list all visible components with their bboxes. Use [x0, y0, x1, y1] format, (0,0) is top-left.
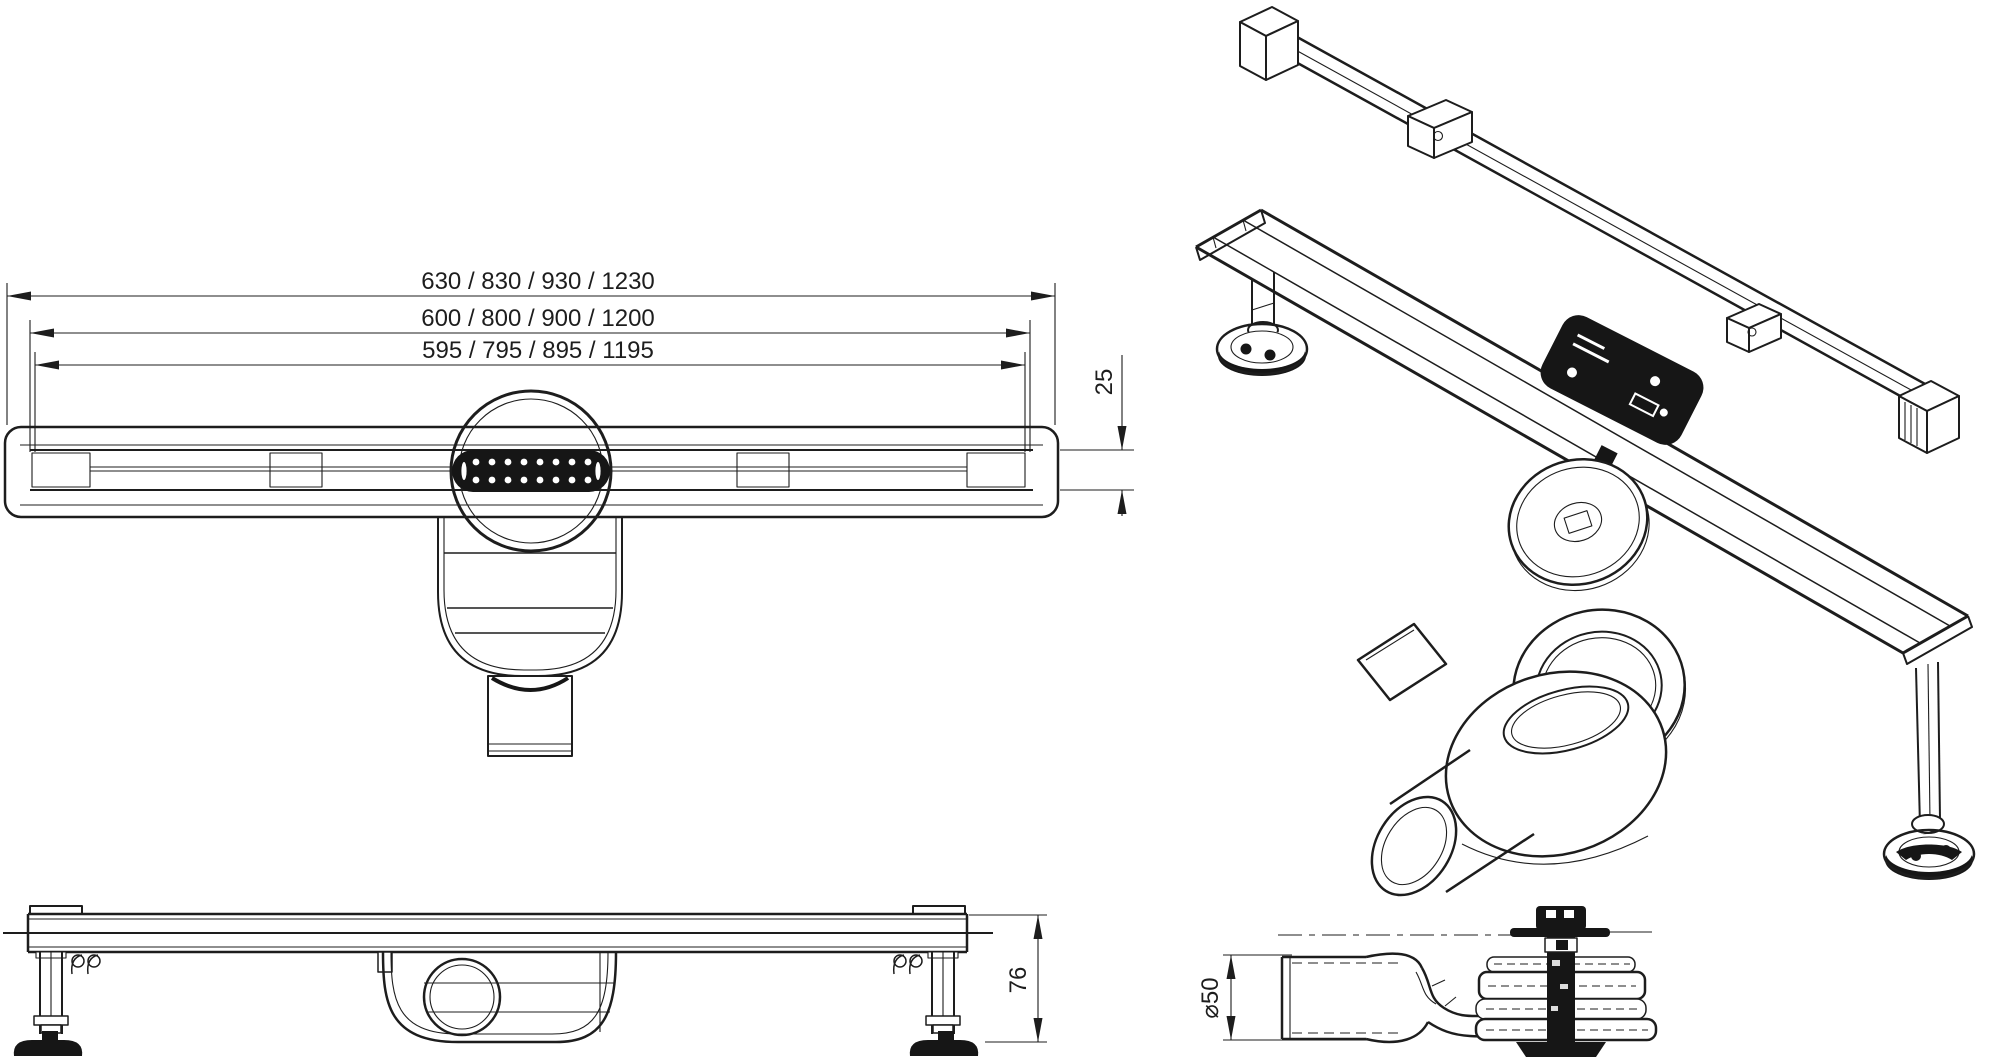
outlet-diameter-dimension: ⌀50	[1197, 954, 1370, 1041]
trap-body-top	[437, 517, 623, 757]
adjustable-foot-right	[1882, 661, 1976, 880]
dim-label-installation-height: 76	[1005, 967, 1032, 994]
length-dimensions: 630 / 830 / 930 / 1230 600 / 800 / 900 /…	[6, 268, 1056, 452]
dim-label-profile-height: 25	[1091, 369, 1118, 396]
dim-label-grate-length: 595 / 795 / 895 / 1195	[422, 337, 654, 364]
grate-perforation	[452, 450, 610, 492]
channel-profile-side	[3, 905, 993, 954]
isometric-exploded-view	[1195, 6, 1976, 897]
dim-label-overall-length: 630 / 830 / 930 / 1230	[421, 268, 655, 295]
siphon-trap-iso	[1356, 622, 1668, 897]
rail-end-cap-right	[1898, 380, 1960, 454]
installation-height-dimension: 76	[969, 914, 1047, 1043]
adjustable-foot-left	[1215, 272, 1309, 376]
rail-bracket-1	[1407, 99, 1473, 159]
dim-label-body-length: 600 / 800 / 900 / 1200	[421, 305, 655, 332]
rail-bracket-2	[1726, 303, 1782, 353]
top-view: 630 / 830 / 930 / 1230 600 / 800 / 900 /…	[3, 268, 1134, 757]
dim-label-outlet-diameter: ⌀50	[1197, 977, 1224, 1018]
profile-height-dimension: 25	[1060, 355, 1134, 516]
membrane-flange-disc	[1507, 457, 1650, 592]
rail-end-cap-left	[1239, 6, 1299, 81]
outlet-pipe-section	[1280, 952, 1430, 1044]
channel-trough	[1195, 208, 1973, 665]
outlet-section-view: ⌀50	[1197, 906, 1658, 1057]
support-leg-right	[892, 951, 979, 1056]
side-view: 76	[3, 905, 1047, 1056]
support-leg-left	[13, 951, 101, 1056]
trap-body-side	[377, 951, 618, 1044]
adjustment-bolt-section	[1510, 906, 1610, 1057]
